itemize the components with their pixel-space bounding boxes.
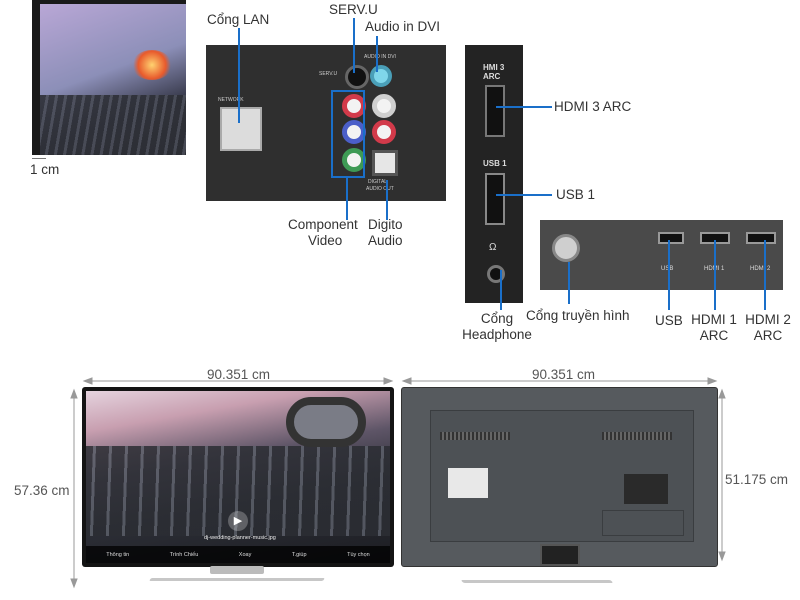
hdmi1-line1: HDMI 1 bbox=[691, 312, 737, 327]
component-video-line1: Component bbox=[288, 217, 358, 232]
hdmi3-callout-line bbox=[496, 106, 552, 108]
tv-back-stand bbox=[460, 540, 614, 596]
digital-audio-print-1: DIGITAL bbox=[368, 179, 388, 185]
front-width-label: 90.351 cm bbox=[207, 367, 271, 382]
usb-side-port bbox=[658, 232, 684, 244]
serv-u-print: SERV.U bbox=[319, 71, 338, 77]
component-callout-line bbox=[346, 178, 348, 220]
usb1-print: USB 1 bbox=[483, 159, 507, 168]
hdmi1-label: HDMI 1 ARC bbox=[688, 312, 740, 344]
digital-audio-label: Digito Audio bbox=[368, 217, 403, 249]
screen-filename: dj-wedding-planner-music.jpg bbox=[204, 535, 276, 541]
component-bracket bbox=[331, 90, 365, 178]
headphone-label: Cổng Headphone bbox=[459, 311, 535, 343]
usb1-callout-line bbox=[496, 194, 552, 196]
antenna-label: Cổng truyền hình bbox=[526, 308, 630, 323]
rear-connector-panel: NETWORK SERV.U AUDIO IN DVI DIGITAL AUDI… bbox=[206, 45, 446, 201]
digital-audio-callout-line bbox=[386, 180, 388, 220]
audio-in-dvi-label: Audio in DVI bbox=[365, 19, 441, 34]
usb-side-callout-line bbox=[668, 240, 670, 310]
tv-back-vent-right bbox=[602, 432, 672, 440]
usb-side-print: USB bbox=[661, 266, 673, 272]
front-height-label: 57.36 cm bbox=[14, 483, 70, 498]
bezel-closeup-photo bbox=[32, 0, 186, 155]
hdmi3-label: HDMI 3 ARC bbox=[554, 99, 632, 114]
screen-menu-slideshow: Trình Chiếu bbox=[169, 551, 199, 558]
tv-back-lower-panel bbox=[602, 510, 684, 536]
hdmi2-callout-line bbox=[764, 240, 766, 310]
serv-u-callout-line bbox=[353, 18, 355, 73]
play-icon: ▶ bbox=[228, 511, 248, 531]
screen-menu-info: Thông tin bbox=[106, 551, 130, 558]
tv-back-vent-left bbox=[440, 432, 510, 440]
hdmi2-port bbox=[746, 232, 776, 244]
lan-port-print: NETWORK bbox=[218, 97, 244, 103]
audio-in-dvi-callout-line bbox=[376, 36, 378, 72]
audio-in-dvi-jack bbox=[370, 65, 392, 87]
hdmi2-line2: ARC bbox=[753, 328, 783, 343]
tv-front: ▶ dj-wedding-planner-music.jpg Thông tin… bbox=[82, 387, 394, 567]
digital-audio-line1: Digito bbox=[368, 217, 403, 232]
hdmi1-line2: ARC bbox=[699, 328, 729, 343]
digital-audio-line2: Audio bbox=[368, 233, 403, 248]
serv-u-jack bbox=[345, 65, 369, 89]
lan-label: Cổng LAN bbox=[207, 12, 270, 27]
component-video-label: Component Video bbox=[288, 217, 398, 249]
serv-u-label: SERV.U bbox=[329, 2, 378, 17]
headphone-line2: Headphone bbox=[462, 327, 532, 342]
screen-menu-rotate: Xoay bbox=[238, 551, 252, 558]
audio-in-dvi-print: AUDIO IN DVI bbox=[364, 54, 396, 60]
hdmi3-print: HMI 3 ARC bbox=[483, 63, 505, 81]
screen-headphones-image bbox=[286, 397, 366, 447]
tv-front-screen: ▶ dj-wedding-planner-music.jpg Thông tin… bbox=[86, 391, 390, 563]
audio-red-jack bbox=[372, 120, 396, 144]
lan-port bbox=[220, 107, 262, 151]
digital-audio-print-2: AUDIO OUT bbox=[366, 186, 394, 192]
headphone-line1: Cổng bbox=[480, 311, 514, 326]
usb1-port bbox=[485, 173, 505, 225]
audio-white-jack bbox=[372, 94, 396, 118]
screen-menu-help: T.giúp bbox=[291, 551, 307, 558]
side-connector-strip: HMI 3 ARC USB 1 Ω bbox=[465, 45, 523, 303]
bezel-dimension-arrow bbox=[32, 158, 46, 159]
back-height-label: 51.175 cm bbox=[725, 472, 789, 487]
headphone-icon: Ω bbox=[489, 242, 497, 253]
back-width-label: 90.351 cm bbox=[532, 367, 596, 382]
usb1-label: USB 1 bbox=[556, 187, 596, 202]
digital-audio-port bbox=[372, 150, 398, 176]
tv-front-stand bbox=[149, 566, 325, 586]
bezel-width-label: 1 cm bbox=[30, 162, 60, 177]
headphone-callout-line bbox=[500, 270, 502, 310]
antenna-port bbox=[552, 234, 580, 262]
tv-back-rating-label bbox=[448, 468, 488, 498]
hdmi2-label: HDMI 2 ARC bbox=[742, 312, 794, 344]
screen-mixer-image bbox=[86, 446, 390, 536]
screen-menu-bar: Thông tin Trình Chiếu Xoay T.giúp Tùy ch… bbox=[86, 546, 390, 563]
screen-menu-options: Tùy chọn bbox=[347, 551, 370, 558]
tv-back bbox=[401, 387, 718, 567]
hdmi1-callout-line bbox=[714, 240, 716, 310]
lan-callout-line bbox=[238, 28, 240, 123]
component-video-line2: Video bbox=[308, 233, 343, 248]
hdmi2-line1: HDMI 2 bbox=[745, 312, 791, 327]
antenna-callout-line bbox=[568, 262, 570, 304]
hdmi2-print: HDMI 2 bbox=[750, 266, 771, 272]
hdmi3-port bbox=[485, 85, 505, 137]
tv-back-port-cluster bbox=[624, 474, 668, 504]
usb-side-label: USB bbox=[655, 313, 683, 328]
